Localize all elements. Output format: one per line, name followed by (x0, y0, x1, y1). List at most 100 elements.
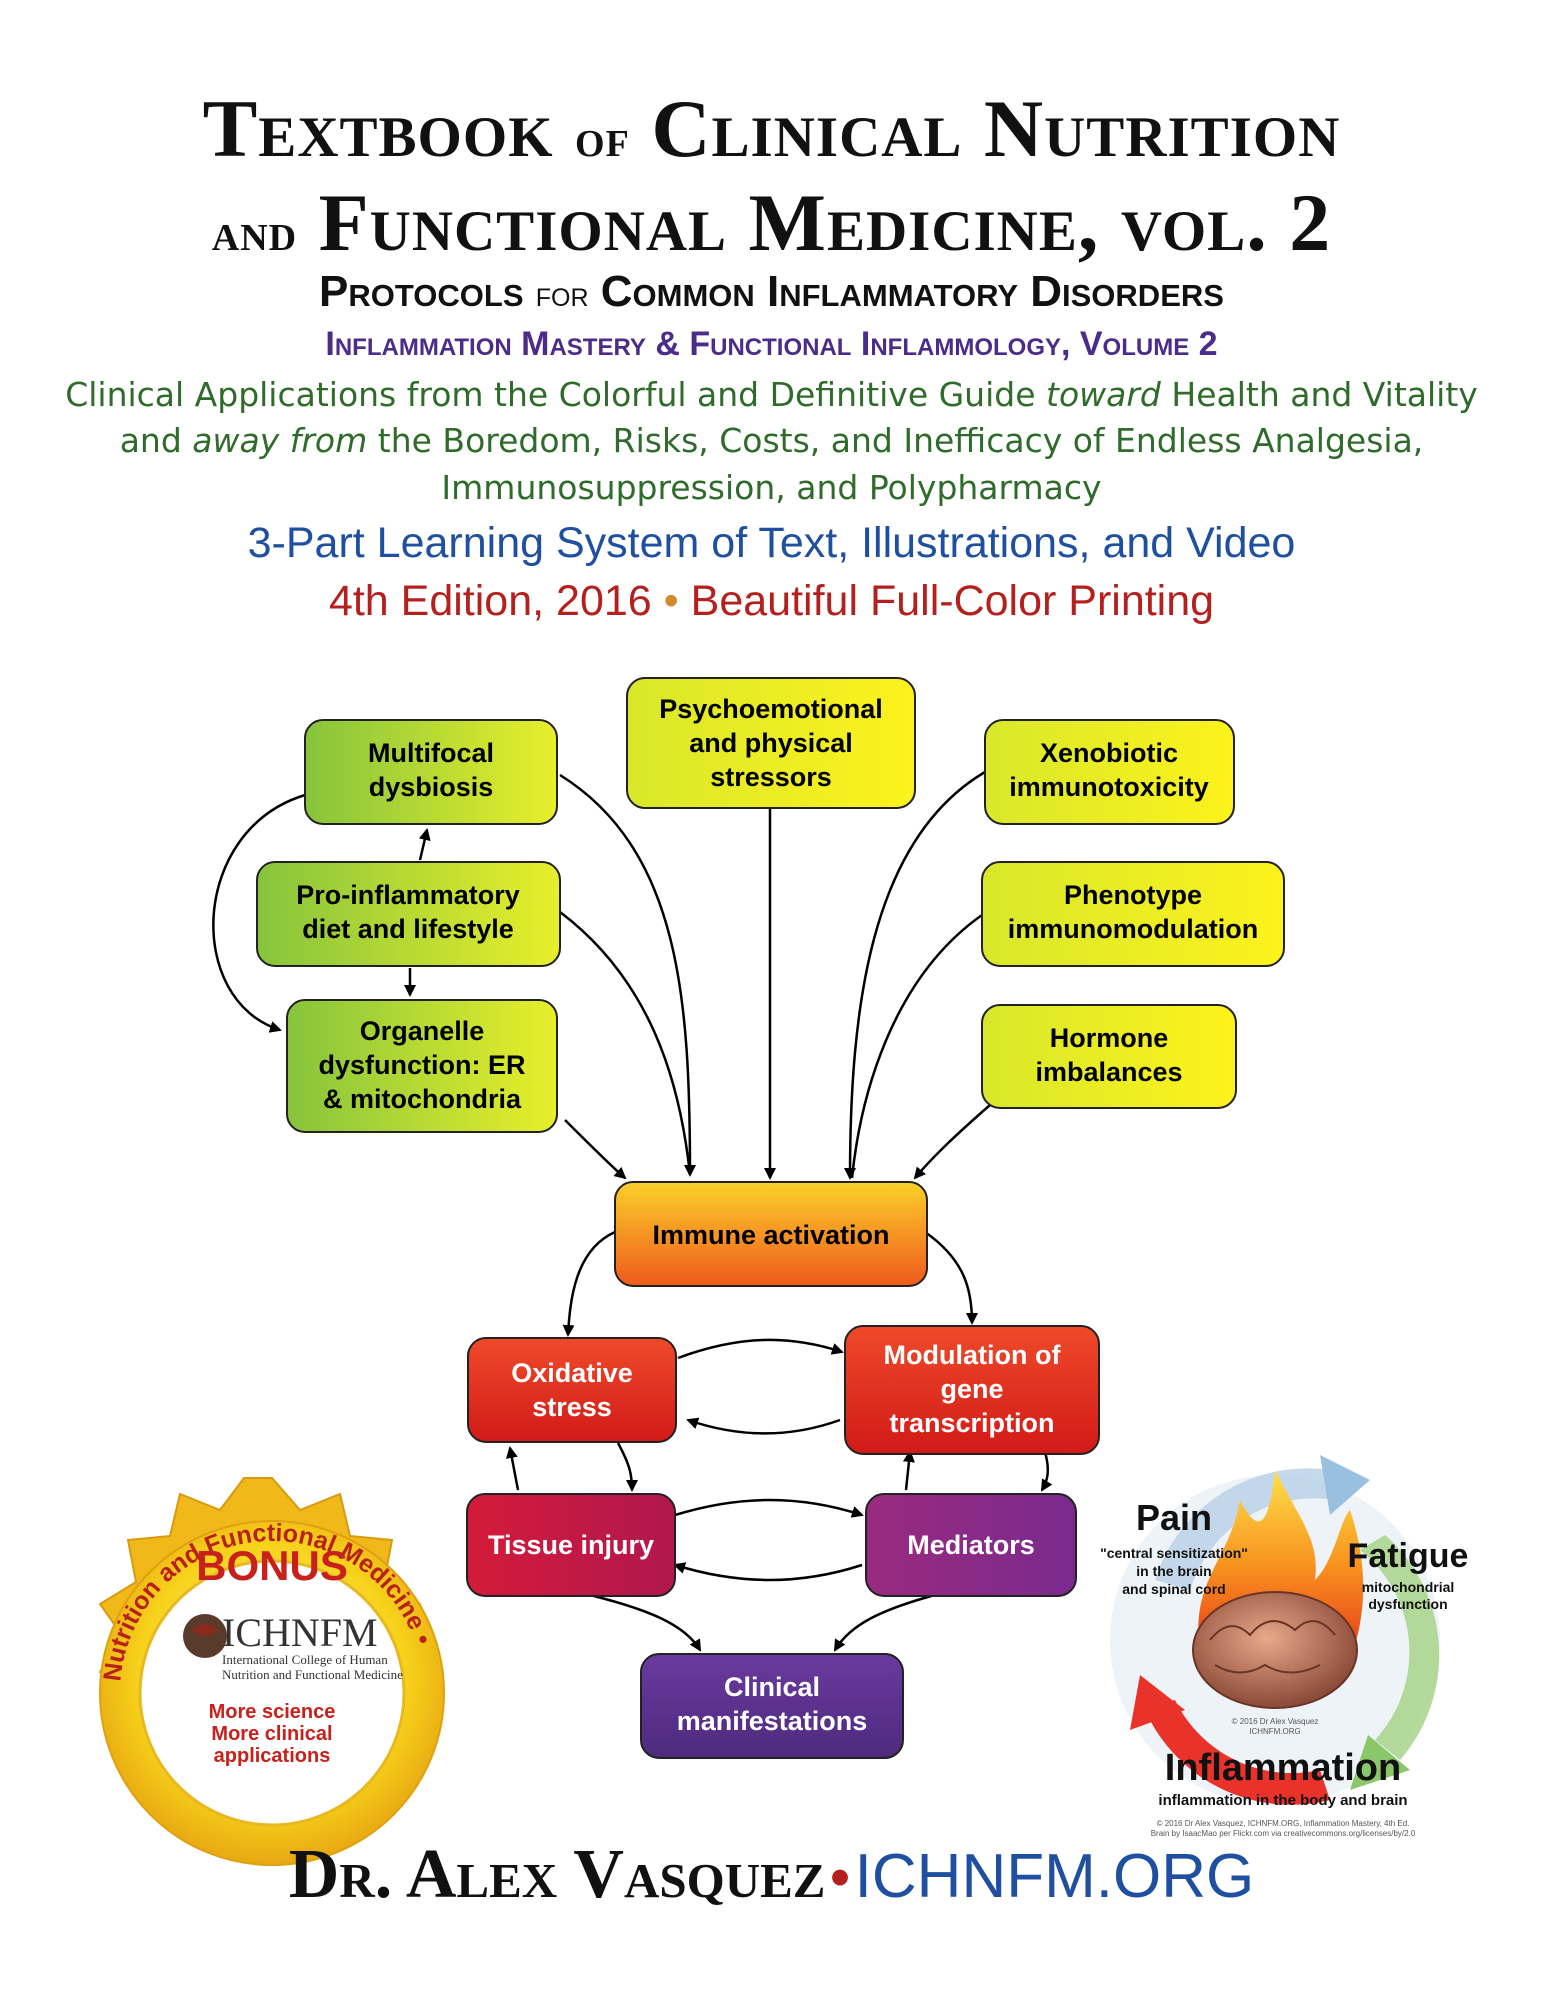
box-label: transcription (889, 1408, 1054, 1438)
brain-credit-line1: © 2016 Dr Alex Vasquez (1232, 1717, 1319, 1726)
description-line-1: Clinical Applications from the Colorful … (40, 378, 1503, 411)
fatigue-sub1: mitochondrial (1362, 1579, 1455, 1595)
arrow-modulation-to-mediators (1040, 1451, 1053, 1492)
desc-1b: toward (1046, 375, 1161, 414)
brain-fold (1214, 1663, 1321, 1674)
seal-logo-name: ICHNFM (222, 1610, 378, 1655)
description-line-3: Immunosuppression, and Polypharmacy (441, 468, 1102, 507)
box-psychoemotional-stressors: Psychoemotional and physical stressors (626, 677, 916, 809)
box-label: Xenobiotic (1040, 738, 1178, 768)
box-label: Hormone (1050, 1023, 1169, 1053)
box-label: Multifocal (368, 738, 494, 768)
box-hormone-imbalances: Hormone imbalances (981, 1004, 1237, 1109)
desc-1c: Health and Vitality (1171, 375, 1478, 414)
arrow-mediators-to-tissue (673, 1562, 863, 1582)
subtitle: Protocols for Common Inflammatory Disord… (0, 270, 1543, 314)
box-label: Immune activation (652, 1220, 889, 1250)
edition-bullet: • (663, 577, 679, 625)
box-label: stressors (710, 762, 832, 792)
description-line-2: and away from the Boredom, Risks, Costs,… (40, 424, 1503, 457)
seal-ring-text: ICHNFM.ORG • Excellence in Human Nutriti… (0, 0, 437, 1689)
arrow-diet-to-dysbiosis (418, 828, 431, 861)
edition: 4th Edition, 2016 (328, 577, 652, 625)
box-phenotype-immunomodulation: Phenotype immunomodulation (981, 861, 1285, 967)
brain-credit-line2: ICHNFM.ORG (1249, 1727, 1301, 1736)
pain-fatigue-inflammation-cycle: © 2016 Dr Alex Vasquez ICHNFM.ORG Pain "… (1100, 1455, 1468, 1838)
website: ICHNFM.ORG (854, 1842, 1255, 1911)
arrow-mediators-to-modulation (902, 1450, 915, 1491)
arrow-tissue-to-oxidative (505, 1446, 520, 1491)
box-label: imbalances (1035, 1057, 1182, 1087)
box-clinical-manifestations: Clinical manifestations (640, 1653, 904, 1759)
box-immune-activation: Immune activation (614, 1181, 928, 1287)
seal-ring-textpath: ICHNFM.ORG • Excellence in Human Nutriti… (0, 0, 437, 1689)
box-label: immunomodulation (1008, 914, 1258, 944)
title-line-1: Textbook of Clinical Nutrition (0, 88, 1543, 170)
box-multifocal-dysbiosis: Multifocal dysbiosis (304, 719, 558, 825)
arrow-dysbiosis-to-immune (559, 773, 696, 1177)
box-organelle-dysfunction: Organelle dysfunction: ER & mitochondria (286, 999, 558, 1133)
arrow-immune-to-oxidative (562, 1230, 616, 1337)
cycle-arrowhead-red (1130, 1675, 1185, 1730)
box-label: Oxidative (511, 1358, 633, 1388)
cycle-credit-line1: © 2016 Dr Alex Vasquez, ICHNFM.ORG, Infl… (1157, 1819, 1410, 1828)
arrow-immune-to-modulation (924, 1230, 978, 1325)
desc-2a: and (119, 421, 182, 460)
brain-icon (1192, 1591, 1358, 1709)
box-label: diet and lifestyle (302, 914, 514, 944)
author-line: Dr. Alex Vasquez • ICHNFM.ORG (0, 1840, 1543, 1910)
series-title: Inflammation Mastery & Functional Inflam… (325, 325, 1218, 363)
box-tissue-injury: Tissue injury (466, 1493, 676, 1597)
seal-line1: More science (209, 1701, 336, 1723)
cycle-arrow-red (1145, 1700, 1330, 1805)
seal-logo-line2: Nutrition and Functional Medicine (222, 1667, 403, 1682)
pain-sub3: and spinal cord (1122, 1581, 1225, 1597)
box-label: Mediators (907, 1530, 1035, 1560)
arrow-oxidative-to-modulation (677, 1338, 844, 1360)
box-label: immunotoxicity (1009, 772, 1209, 802)
arrow-modulation-to-oxidative (686, 1417, 841, 1435)
title-functional-medicine: Functional Medicine, vol. 2 (318, 177, 1332, 268)
seal-bonus: BONUS (196, 1542, 348, 1589)
seal-logo-apple (192, 1624, 218, 1636)
title-line-2: and Functional Medicine, vol. 2 (0, 182, 1543, 264)
cycle-arrow-green (1360, 1535, 1440, 1760)
subtitle-for: for (535, 273, 589, 314)
arrow-hormone-to-immune (913, 1104, 991, 1180)
box-label: Organelle (360, 1016, 485, 1046)
seal-inner (138, 1559, 406, 1827)
title-word-of: of (575, 108, 630, 168)
box-modulation-gene-transcription: Modulation of gene transcription (844, 1325, 1100, 1455)
subtitle-protocols: Protocols (319, 267, 524, 316)
box-oxidative-stress: Oxidative stress (467, 1337, 677, 1443)
box-label: Tissue injury (488, 1530, 654, 1560)
arrow-diet-to-immune (559, 911, 692, 1176)
box-label: manifestations (677, 1706, 868, 1736)
title-word-textbook: Textbook (202, 83, 554, 174)
box-label: Pro-inflammatory (296, 880, 520, 910)
pain-sub2: in the brain (1136, 1563, 1211, 1579)
inflammation-label: Inflammation (1165, 1747, 1401, 1789)
box-label: & mitochondria (323, 1084, 522, 1114)
box-mediators: Mediators (865, 1493, 1077, 1597)
box-xenobiotic-immunotoxicity: Xenobiotic immunotoxicity (984, 719, 1235, 825)
fatigue-label: Fatigue (1348, 1537, 1469, 1575)
learning-system: 3-Part Learning System of Text, Illustra… (247, 519, 1296, 567)
title-word-and: and (211, 202, 298, 262)
seal-line2: More clinical (211, 1723, 332, 1745)
arrow-phenotype-to-immune (850, 913, 983, 1179)
box-label: stress (532, 1392, 612, 1422)
box-label: and physical (689, 728, 853, 758)
subtitle-disorders: Common Inflammatory Disorders (600, 267, 1224, 316)
diagram-arrows (212, 770, 1053, 1652)
box-label: Psychoemotional (659, 694, 883, 724)
author-name: Dr. Alex Vasquez (288, 1836, 826, 1913)
arrow-dysbiosis-to-organelle (212, 793, 306, 1033)
arrow-organelle-to-immune (564, 1119, 627, 1180)
arrow-mediators-to-clinical (833, 1593, 936, 1652)
seal-line3: applications (214, 1745, 331, 1767)
cycle-arrowhead-blue (1320, 1455, 1370, 1515)
desc-1a: Clinical Applications from the Colorful … (65, 375, 1036, 414)
box-label: Clinical (724, 1672, 820, 1702)
